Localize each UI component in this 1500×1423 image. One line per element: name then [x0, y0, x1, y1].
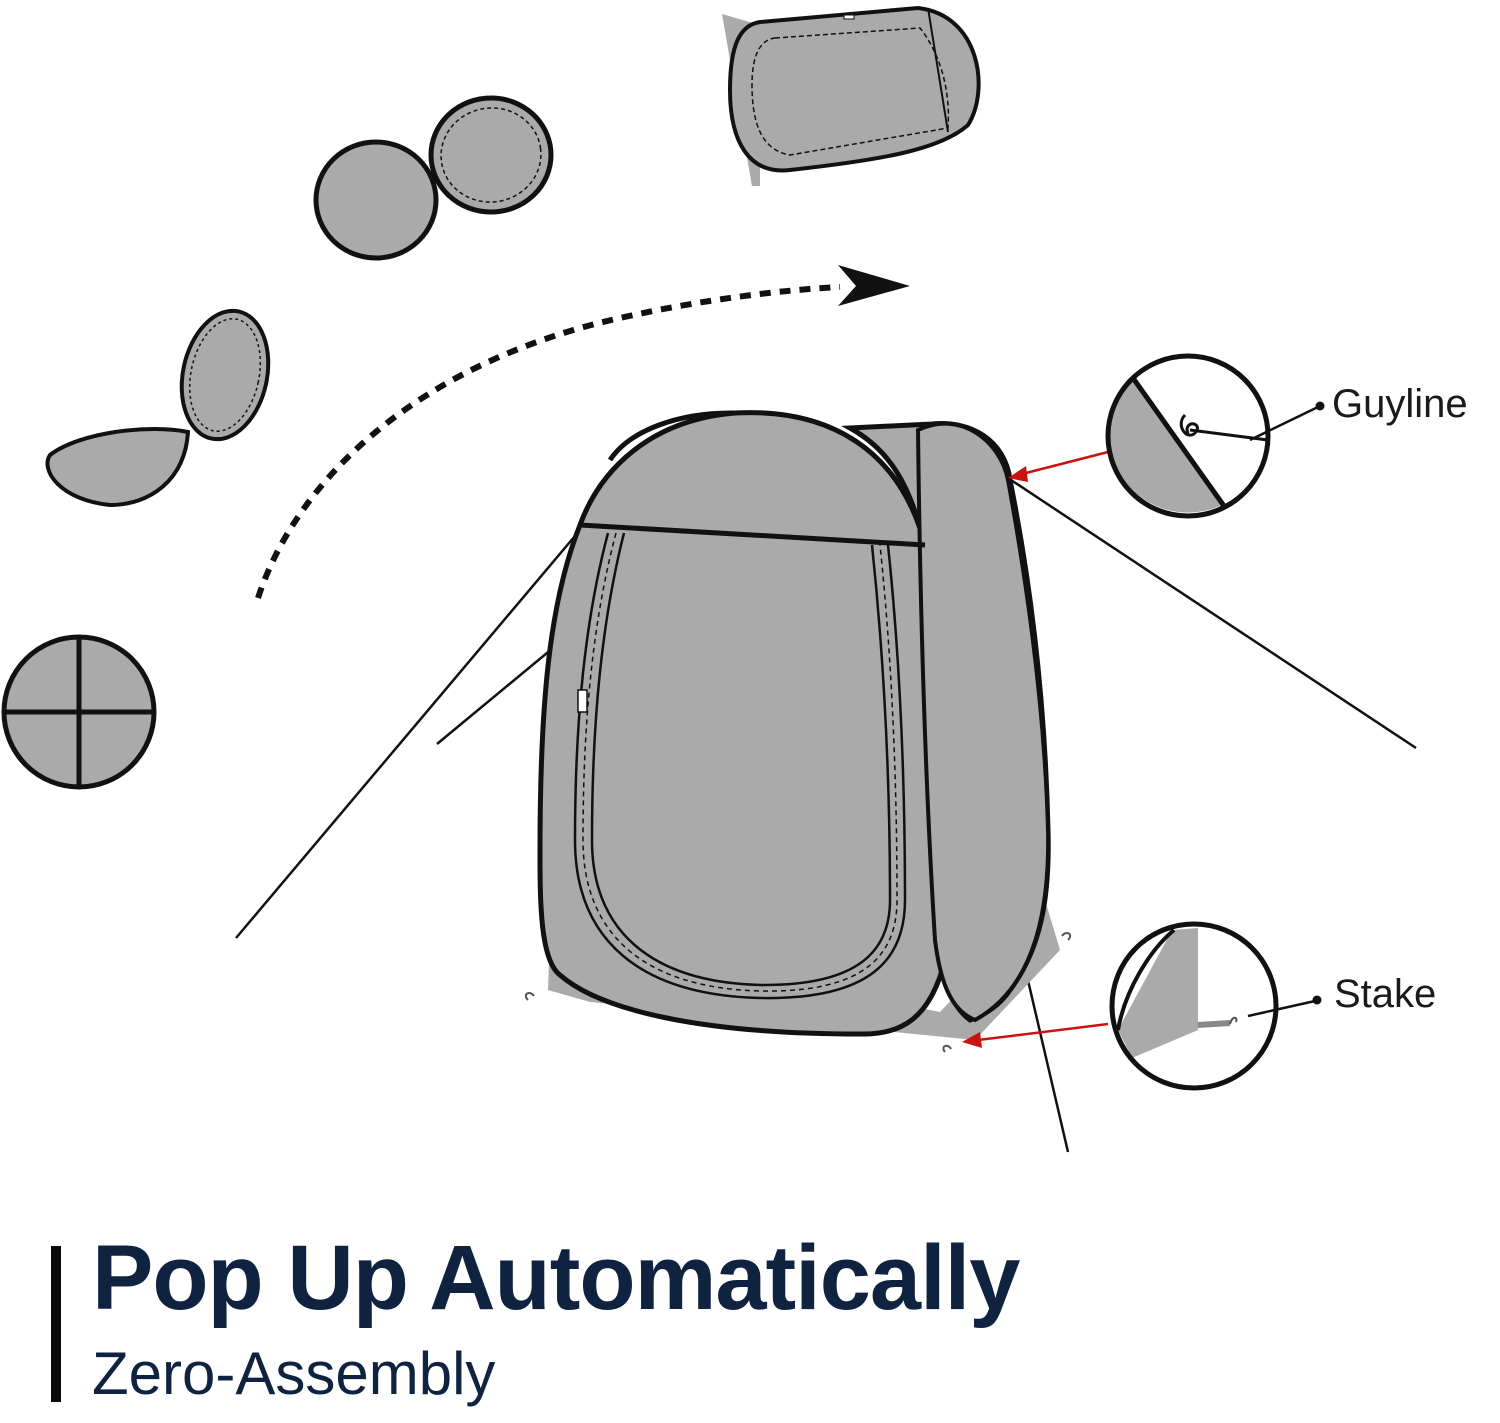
tent-main — [524, 410, 1072, 1053]
flattened-tent-icon — [722, 5, 981, 186]
title-accent-bar — [51, 1246, 61, 1402]
stake-detail-icon — [1109, 921, 1322, 1092]
guyline-detail-icon — [1105, 353, 1325, 519]
dashed-progress-arrow-icon — [255, 265, 910, 599]
guyline-label: Guyline — [1332, 382, 1468, 426]
callout-arrows — [962, 450, 1109, 1048]
unfolding-tent-icon — [45, 308, 271, 508]
half-open-tent-icon — [313, 95, 554, 261]
page-subtitle: Zero-Assembly — [92, 1340, 496, 1407]
folded-tent-disc-icon — [1, 634, 157, 790]
page-title: Pop Up Automatically — [92, 1227, 1020, 1329]
stake-label: Stake — [1334, 972, 1437, 1016]
